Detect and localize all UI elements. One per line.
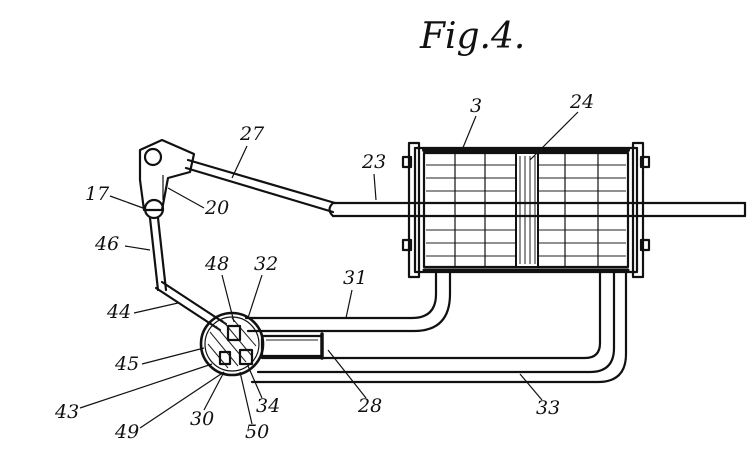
label-20: 20 [204,197,229,219]
label-46: 46 [94,233,119,255]
label-28: 28 [357,395,382,417]
label-50: 50 [245,421,269,443]
label-34: 34 [256,395,280,417]
label-24: 24 [569,91,594,113]
figure-title: Fig.4. [419,16,525,57]
chamber [260,332,324,360]
label-48: 48 [204,253,229,275]
label-43: 43 [54,401,79,423]
piston-rod [328,201,747,218]
label-31: 31 [343,267,367,289]
label-32: 32 [254,253,278,275]
pipe-lower [250,270,628,384]
pipe-upper [244,270,452,333]
label-23: 23 [361,151,386,173]
label-49: 49 [114,421,139,443]
label-30: 30 [190,408,214,430]
label-27: 27 [239,123,265,145]
label-33: 33 [536,397,560,419]
valve [199,311,265,377]
label-3: 3 [470,95,482,117]
label-45: 45 [114,353,139,375]
label-17: 17 [85,183,110,205]
rod [148,216,168,292]
label-44: 44 [106,301,131,323]
piston [515,152,539,268]
connecting-link [184,158,337,214]
lever-arm [138,138,196,220]
